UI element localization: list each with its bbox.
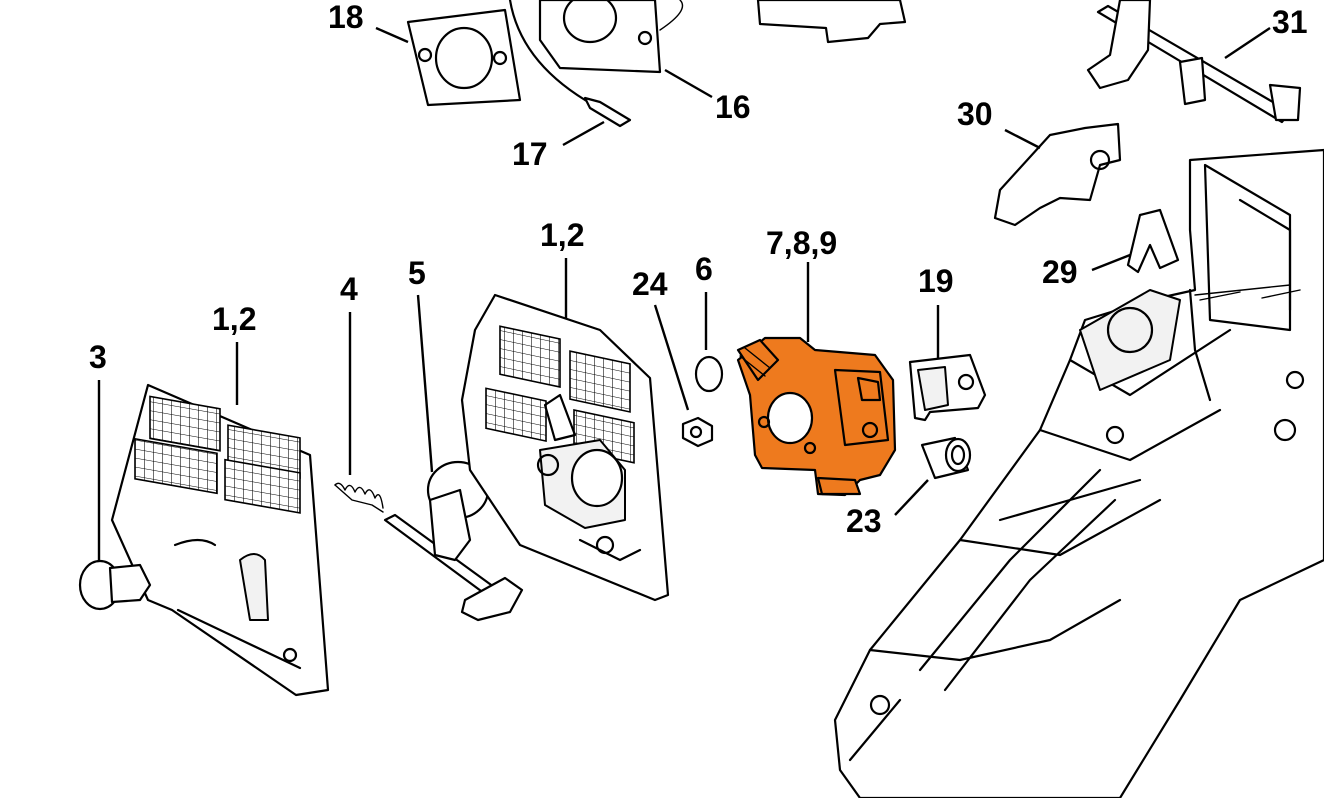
part-16-plate <box>538 0 684 74</box>
callout-1-2-left: 1,2 <box>212 301 256 337</box>
callout-17: 17 <box>512 136 548 172</box>
callout-19: 19 <box>918 263 954 299</box>
part-24-nut <box>681 416 714 448</box>
part-3-screw <box>78 559 152 611</box>
callout-3: 3 <box>89 339 107 375</box>
part-29-lever <box>1126 208 1180 274</box>
engine-housing <box>833 148 1324 798</box>
callout-1-2-right: 1,2 <box>540 217 584 253</box>
part-17-cable <box>508 0 632 128</box>
part-30-trigger <box>993 122 1122 227</box>
callout-16: 16 <box>715 89 751 125</box>
part-18-gasket <box>406 8 522 107</box>
callout-29: 29 <box>1042 254 1078 290</box>
callout-18: 18 <box>328 0 364 35</box>
callout-7-8-9: 7,8,9 <box>766 225 837 261</box>
part-6-o-ring <box>694 355 724 393</box>
part-19-bracket <box>908 353 987 422</box>
part-5-choke-shaft <box>383 460 524 622</box>
part-31-rod <box>1086 0 1302 124</box>
callout-5: 5 <box>408 255 426 291</box>
callout-30: 30 <box>957 96 993 132</box>
part-23-sleeve <box>920 436 972 480</box>
callout-6: 6 <box>695 251 713 287</box>
part-7-8-9-carburetor <box>736 336 897 497</box>
leader-lines <box>97 26 1271 560</box>
callout-4: 4 <box>340 271 358 307</box>
callout-24: 24 <box>632 266 668 302</box>
part-1-2-cover-right <box>460 293 670 602</box>
callout-labels: 18 16 17 31 30 29 1,2 1,2 3 4 5 24 6 7,8… <box>89 0 1308 539</box>
callout-31: 31 <box>1272 4 1308 40</box>
top-bracket-part <box>756 0 907 44</box>
callout-23: 23 <box>846 503 882 539</box>
part-1-2-cover-left <box>110 383 330 697</box>
part-4-spring <box>334 482 384 513</box>
